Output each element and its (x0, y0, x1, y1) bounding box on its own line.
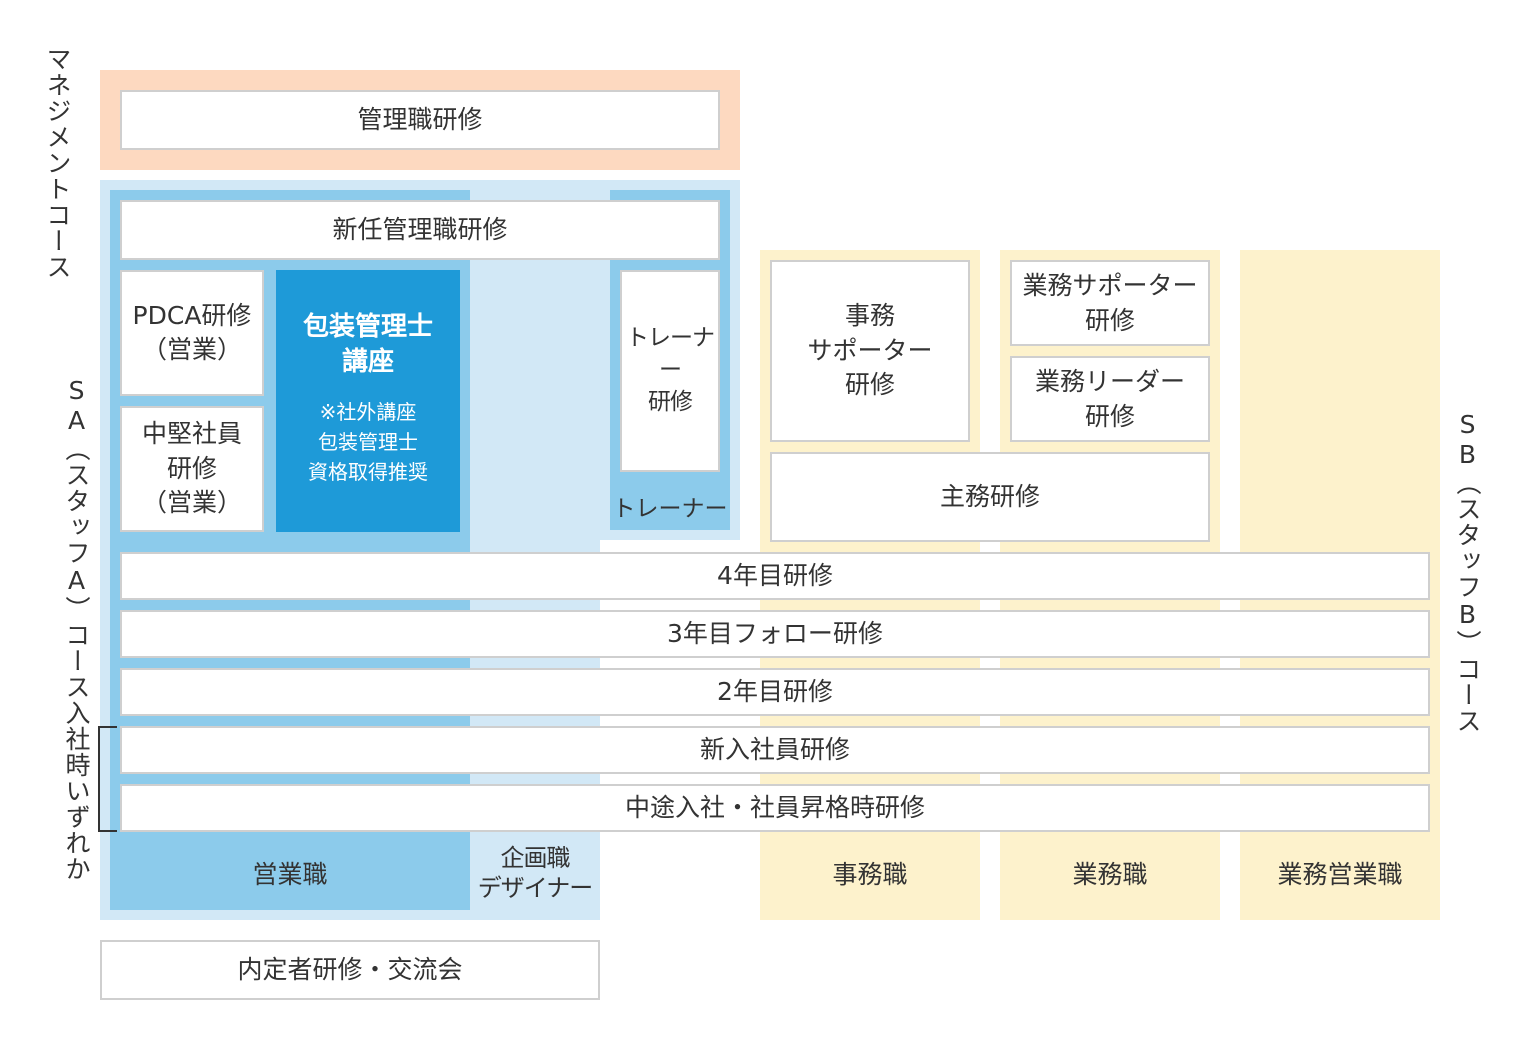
pre-hire-training-box: 内定者研修・交流会 (100, 940, 600, 1000)
mid-career-training-box: 中堅社員 研修 （営業） (120, 406, 264, 532)
sa-course-label: SA（スタッフA）コース (62, 376, 91, 700)
pdca-training-box: PDCA研修 （営業） (120, 270, 264, 396)
manager-training-box: 管理職研修 (120, 90, 720, 150)
operations-supporter-training-box: 業務サポーター 研修 (1010, 260, 1210, 346)
packaging-course-note: ※社外講座 包装管理士 資格取得推奨 (308, 399, 428, 484)
management-course-label: マネジメントコース (43, 46, 72, 280)
trainer-column-label: トレーナー (612, 496, 728, 523)
operations-leader-training-box: 業務リーダー 研修 (1010, 356, 1210, 442)
year3-followup-training-box: 3年目フォロー研修 (120, 610, 1430, 658)
operations-sales-column-label: 業務営業職 (1277, 860, 1403, 889)
at-joining-bracket (98, 726, 117, 832)
sb-course-label: SB（スタッフB）コース (1453, 410, 1482, 734)
at-joining-label: 入社時いずれか (62, 700, 91, 882)
sales-column-label: 営業職 (252, 860, 328, 889)
office-supporter-training-box: 事務 サポーター 研修 (770, 260, 970, 442)
year4-training-box: 4年目研修 (120, 552, 1430, 600)
new-manager-training-box: 新任管理職研修 (120, 200, 720, 260)
packaging-course-box: 包装管理士 講座 ※社外講座 包装管理士 資格取得推奨 (276, 270, 460, 532)
midcareer-promotion-training-box: 中途入社・社員昇格時研修 (120, 784, 1430, 832)
planning-designer-column-label: 企画職 デザイナー (477, 844, 594, 902)
packaging-course-title: 包装管理士 講座 (302, 312, 433, 378)
trainer-training-box: トレーナー 研修 (620, 270, 720, 472)
operations-column-label: 業務職 (1072, 860, 1148, 889)
new-employee-training-box: 新入社員研修 (120, 726, 1430, 774)
year2-training-box: 2年目研修 (120, 668, 1430, 716)
chief-training-box: 主務研修 (770, 452, 1210, 542)
office-column-label: 事務職 (832, 860, 908, 889)
